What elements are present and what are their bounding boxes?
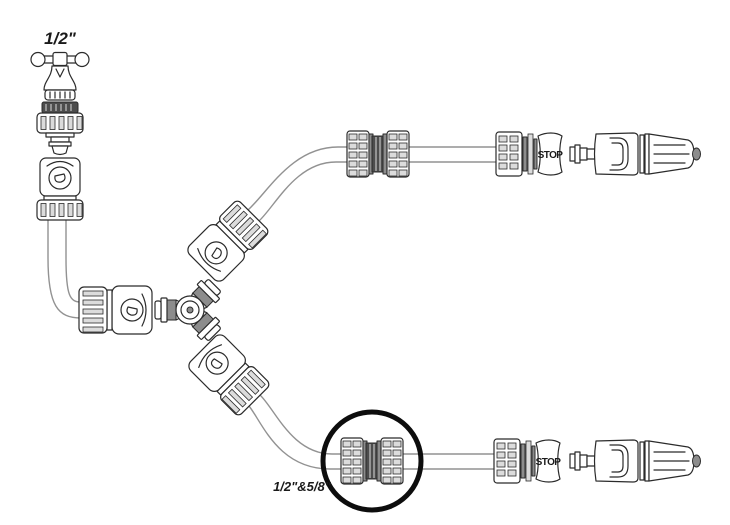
highlight-circle <box>320 409 424 513</box>
hose-quick-connector-icon <box>36 157 84 221</box>
hose-size-label: 1/2"&5/8" <box>273 479 332 494</box>
hose-quick-connector-icon <box>184 197 272 285</box>
hose-mender-highlighted-icon <box>340 437 404 485</box>
garden-hose-line <box>47 146 498 470</box>
spray-nozzle-icon <box>569 132 702 176</box>
spray-nozzle-icon <box>569 439 702 483</box>
hose-quick-connector-icon <box>185 331 273 419</box>
tap-icon <box>30 51 90 101</box>
stop-label: STOP <box>538 150 564 161</box>
tap-size-label: 1/2" <box>44 29 77 48</box>
hose-quick-connector-icon <box>78 285 153 335</box>
tap-connector-icon <box>36 101 84 156</box>
stop-label: STOP <box>536 457 562 468</box>
hose-mender-icon <box>346 130 410 178</box>
three-way-splitter-icon <box>154 279 221 341</box>
